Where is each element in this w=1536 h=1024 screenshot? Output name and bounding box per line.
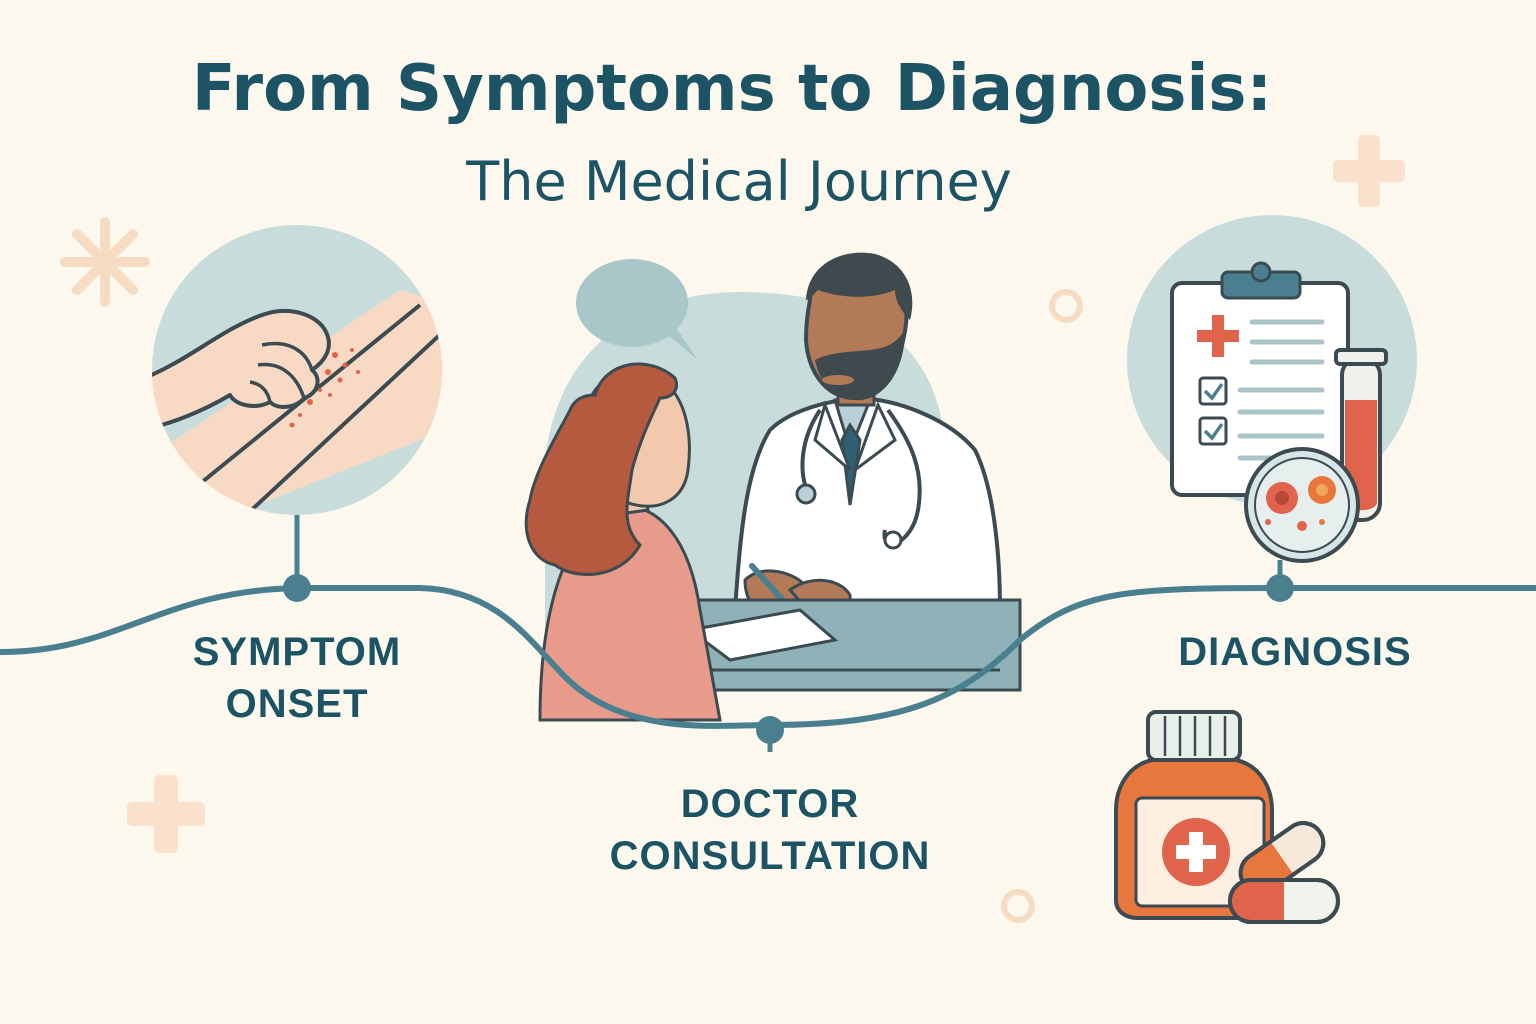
clipboard-icon <box>1170 261 1350 497</box>
symptom-onset-illustration <box>152 225 442 586</box>
decor-asterisk-icon <box>60 217 150 307</box>
pill-capsule-icon <box>1228 878 1340 924</box>
speech-bubble-icon <box>576 259 698 360</box>
timeline-node-diagnosis <box>1266 574 1294 602</box>
step-label-diagnosis: DIAGNOSIS <box>1178 630 1412 674</box>
step-label-symptom-onset: SYMPTOM ONSET <box>192 630 402 726</box>
timeline-node-symptom <box>283 574 311 602</box>
decor-ring-icon <box>1049 289 1083 323</box>
timeline-path <box>0 585 1536 729</box>
medicine-bottle-icon <box>1114 710 1274 920</box>
page-subtitle: The Medical Journey <box>466 150 1012 213</box>
step-label-doctor-consultation: DOCTOR CONSULTATION <box>609 782 931 878</box>
decor-ring-icon <box>1001 889 1035 923</box>
decor-plus-icon <box>127 775 205 853</box>
timeline-node-consultation <box>756 716 784 744</box>
diagnosis-illustration <box>1127 215 1417 586</box>
page-title: From Symptoms to Diagnosis: <box>191 52 1273 126</box>
petri-dish-icon <box>1244 447 1360 563</box>
decor-plus-icon <box>1333 135 1405 207</box>
doctor-consultation-illustration <box>524 252 1022 722</box>
